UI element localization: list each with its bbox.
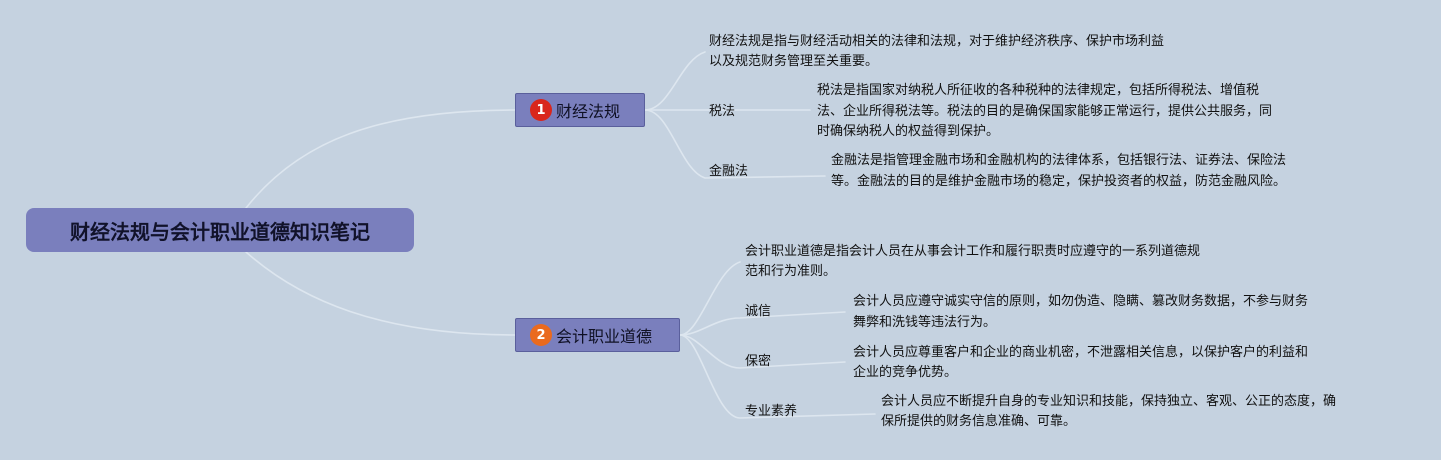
branch-node-accounting-ethics[interactable]: 2 会计职业道德 [515, 318, 680, 352]
root-node[interactable]: 财经法规与会计职业道德知识笔记 [26, 208, 414, 252]
leaf-label-confidentiality[interactable]: 保密 [745, 354, 772, 369]
confidentiality-desc-line: 企业的竞争优势。 [853, 365, 958, 380]
tax-law-desc-line: 法、企业所得税法等。税法的目的是确保国家能够正常运行，提供公共服务，同 [817, 104, 1273, 119]
branch-1-intro-line: 以及规范财务管理至关重要。 [709, 54, 879, 69]
root-title: 财经法规与会计职业道德知识笔记 [70, 219, 370, 244]
leaf-label-integrity[interactable]: 诚信 [745, 304, 772, 319]
confidentiality-desc-line: 会计人员应尊重客户和企业的商业机密，不泄露相关信息，以保护客户的利益和 [853, 345, 1309, 360]
number-badge: 1 [530, 99, 552, 121]
tax-law-desc-line: 税法是指国家对纳税人所征收的各种税种的法律规定，包括所得税法、增值税 [817, 83, 1260, 98]
professionalism-desc-line: 会计人员应不断提升自身的专业知识和技能，保持独立、客观、公正的态度，确 [881, 394, 1337, 409]
leaf-label-tax-law[interactable]: 税法 [709, 104, 736, 119]
branch-label: 财经法规 [556, 102, 621, 121]
number-badge: 2 [530, 324, 552, 346]
integrity-desc-line: 会计人员应遵守诚实守信的原则，如勿伪造、隐瞒、篡改财务数据，不参与财务 [853, 294, 1309, 309]
branch-label: 会计职业道德 [556, 327, 653, 346]
integrity-desc-line: 舞弊和洗钱等违法行为。 [853, 315, 997, 330]
leaf-label-professionalism[interactable]: 专业素养 [745, 404, 798, 419]
financial-law-desc-line: 金融法是指管理金融市场和金融机构的法律体系，包括银行法、证券法、保险法 [831, 153, 1287, 168]
tax-law-desc-line: 时确保纳税人的权益得到保护。 [817, 124, 1000, 139]
branch-node-financial-regulations[interactable]: 1 财经法规 [515, 93, 645, 127]
leaf-label-financial-law[interactable]: 金融法 [709, 164, 749, 179]
branch-2-intro-line: 范和行为准则。 [745, 264, 837, 279]
branch-2-intro-line: 会计职业道德是指会计人员在从事会计工作和履行职责时应遵守的一系列道德规 [745, 244, 1201, 259]
financial-law-desc-line: 等。金融法的目的是维护金融市场的稳定，保护投资者的权益，防范金融风险。 [831, 174, 1287, 189]
professionalism-desc-line: 保所提供的财务信息准确、可靠。 [881, 414, 1077, 429]
branch-1-intro-line: 财经法规是指与财经活动相关的法律和法规，对于维护经济秩序、保护市场利益 [709, 34, 1165, 49]
